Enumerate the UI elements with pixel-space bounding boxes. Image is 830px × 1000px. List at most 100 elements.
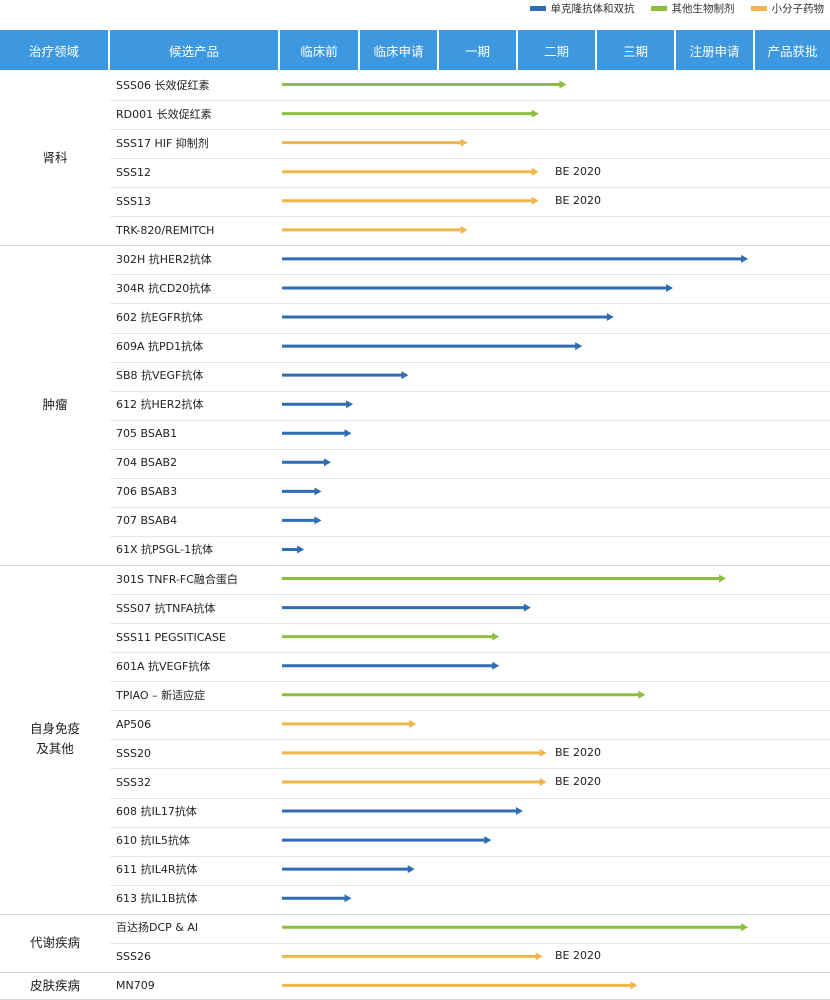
candidate-label: SSS26 xyxy=(116,950,151,964)
header-cell: 治疗领域 xyxy=(0,30,108,70)
row-note: BE 2020 xyxy=(555,774,601,788)
candidate-label: 302H 抗HER2抗体 xyxy=(116,252,212,266)
progress-bar xyxy=(282,719,417,728)
progress-bar xyxy=(282,429,352,438)
candidate-label: AP506 xyxy=(116,717,152,731)
table-header: 治疗领域候选产品临床前临床申请一期二期三期注册申请产品获批 xyxy=(0,30,830,70)
therapy-area-label: 代谢疾病 xyxy=(29,934,80,950)
progress-bar-arrowhead xyxy=(666,283,674,292)
candidate-label: 602 抗EGFR抗体 xyxy=(116,311,203,324)
candidate-label: SSS20 xyxy=(116,746,151,760)
header-cell: 临床前 xyxy=(280,30,358,70)
progress-bar-arrowhead xyxy=(741,923,749,932)
row-divider xyxy=(110,942,830,944)
progress-bar xyxy=(282,836,492,845)
row-note: BE 2020 xyxy=(555,949,601,963)
progress-bar-arrowhead xyxy=(460,225,468,234)
progress-bar xyxy=(282,400,354,409)
progress-bar xyxy=(282,283,674,292)
candidate-label: 706 BSAB3 xyxy=(116,485,178,499)
progress-bar xyxy=(282,777,547,786)
row-divider xyxy=(110,623,830,625)
candidate-label: SSS17 HIF 抑制剂 xyxy=(116,136,209,150)
legend-swatch xyxy=(750,5,767,11)
group-divider xyxy=(0,565,830,567)
row-divider xyxy=(110,303,830,305)
progress-bar xyxy=(282,661,500,670)
row-divider xyxy=(110,710,830,712)
candidate-label: TRK-820/REMITCH xyxy=(116,223,215,237)
header-cell: 临床申请 xyxy=(360,30,437,70)
header-cell: 候选产品 xyxy=(110,30,278,70)
progress-bar xyxy=(282,80,567,89)
row-divider xyxy=(110,681,830,683)
progress-bar xyxy=(282,807,523,816)
progress-bar xyxy=(282,371,409,380)
row-divider xyxy=(110,652,830,654)
row-divider xyxy=(110,419,830,421)
candidate-label: 304R 抗CD20抗体 xyxy=(116,281,212,295)
therapy-area-label: 肿瘤 xyxy=(42,397,68,413)
progress-bar xyxy=(282,342,583,351)
row-divider xyxy=(110,361,830,363)
progress-bar-arrowhead xyxy=(638,690,646,699)
candidate-label: SSS07 抗TNFA抗体 xyxy=(116,601,216,615)
candidate-label: 608 抗IL17抗体 xyxy=(116,805,197,819)
legend-swatch xyxy=(650,5,667,11)
row-divider xyxy=(110,332,830,334)
legend: 单克隆抗体和双抗其他生物制剂小分子药物 xyxy=(529,0,824,16)
progress-bar-arrowhead xyxy=(314,516,322,525)
progress-bar xyxy=(282,545,305,554)
candidate-label: 61X 抗PSGL-1抗体 xyxy=(116,543,214,557)
progress-bar-arrowhead xyxy=(314,487,322,496)
progress-bar xyxy=(282,487,322,496)
candidate-label: SSS06 长效促红素 xyxy=(116,78,210,92)
progress-bar-arrowhead xyxy=(539,748,547,757)
progress-bar-arrowhead xyxy=(575,342,583,351)
progress-bar xyxy=(282,690,646,699)
header-cell: 注册申请 xyxy=(676,30,753,70)
progress-bar xyxy=(282,254,749,263)
row-divider xyxy=(110,477,830,479)
header-cell: 一期 xyxy=(439,30,516,70)
progress-bar-arrowhead xyxy=(346,400,354,409)
progress-bar-arrowhead xyxy=(606,313,614,322)
row-divider xyxy=(110,187,830,189)
progress-bar xyxy=(282,138,468,147)
progress-bar xyxy=(282,458,331,467)
row-divider xyxy=(110,594,830,596)
candidate-label: 610 抗IL5抗体 xyxy=(116,834,190,848)
progress-bar xyxy=(282,109,539,118)
group-divider xyxy=(0,245,830,247)
candidate-label: SSS13 xyxy=(116,194,151,208)
progress-bar xyxy=(282,748,547,757)
legend-item: 其他生物制剂 xyxy=(650,1,735,16)
progress-bar-arrowhead xyxy=(523,603,531,612)
progress-bar xyxy=(282,313,614,322)
progress-bar-arrowhead xyxy=(535,952,543,961)
progress-bar-arrowhead xyxy=(409,719,417,728)
legend-label: 单克隆抗体和双抗 xyxy=(550,2,635,15)
row-divider xyxy=(110,129,830,131)
therapy-area-label: 自身免疫 及其他 xyxy=(29,721,80,757)
candidate-label: 609A 抗PD1抗体 xyxy=(116,340,204,354)
progress-bar-arrowhead xyxy=(401,371,409,380)
row-divider xyxy=(110,448,830,450)
progress-bar xyxy=(282,225,468,234)
group-divider xyxy=(0,913,830,915)
header-cell: 二期 xyxy=(518,30,595,70)
progress-bar xyxy=(282,574,726,583)
candidate-label: RD001 长效促红素 xyxy=(116,107,212,121)
progress-bar-arrowhead xyxy=(323,458,331,467)
candidate-label: 707 BSAB4 xyxy=(116,514,178,528)
candidate-label: MN709 xyxy=(116,979,155,993)
candidate-label: 704 BSAB2 xyxy=(116,456,178,470)
legend-label: 其他生物制剂 xyxy=(671,2,735,15)
candidate-label: 612 抗HER2抗体 xyxy=(116,398,204,412)
row-divider xyxy=(110,535,830,537)
row-note: BE 2020 xyxy=(555,164,601,178)
candidate-label: SSS12 xyxy=(116,165,151,179)
progress-bar-arrowhead xyxy=(531,109,539,118)
row-note: BE 2020 xyxy=(555,193,601,207)
